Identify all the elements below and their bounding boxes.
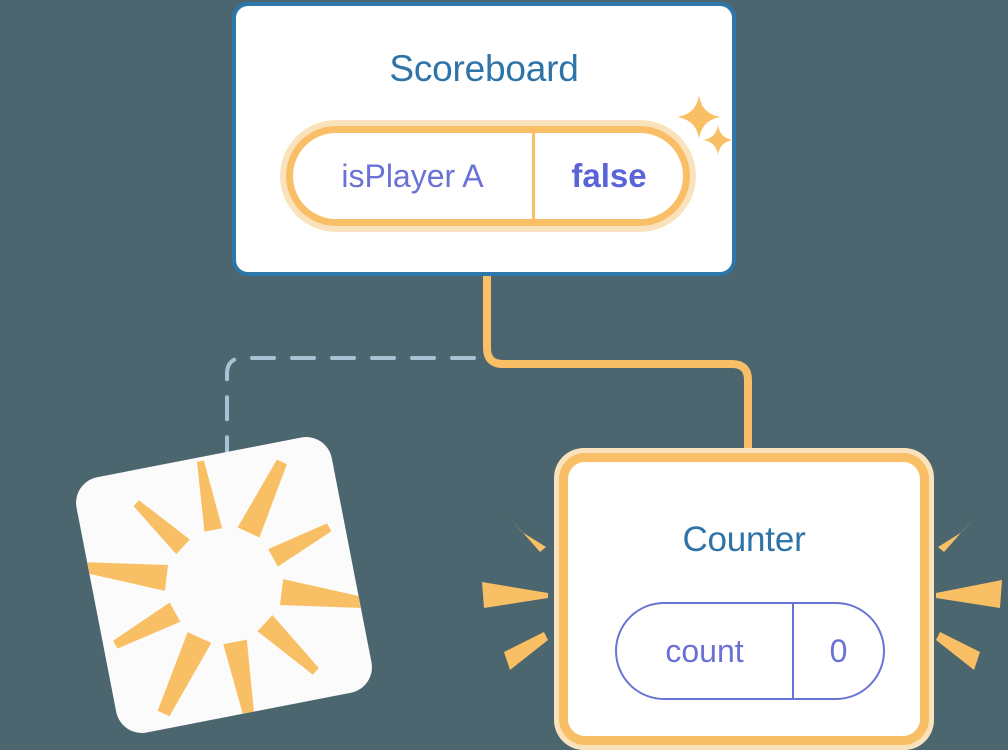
burst-ray	[113, 602, 181, 649]
counter-card[interactable]: Counter count 0	[554, 448, 934, 750]
burst-ray	[197, 460, 223, 532]
scoreboard-prop-pill[interactable]: isPlayer A false	[286, 126, 690, 226]
burst-ray	[268, 523, 332, 567]
scoreboard-title: Scoreboard	[389, 48, 579, 89]
counter-prop-value: 0	[829, 632, 848, 669]
burst-ray	[279, 579, 364, 609]
counter-card-inner: Counter count 0	[559, 453, 929, 745]
scoreboard-card[interactable]: Scoreboard isPlayer A false	[232, 2, 736, 276]
burst-ray	[133, 500, 190, 555]
connector-scoreboard-to-counter	[483, 272, 752, 459]
scoreboard-prop-key: isPlayer A	[293, 133, 535, 219]
burst-ray	[223, 639, 255, 716]
burst-ray	[237, 459, 287, 538]
burst-rays-group	[86, 459, 364, 717]
scoreboard-prop-value: false	[571, 157, 647, 194]
burst-card[interactable]	[71, 432, 377, 738]
burst-ray	[157, 632, 212, 717]
counter-title: Counter	[682, 520, 806, 559]
burst-ray	[86, 562, 169, 591]
counter-prop-key: count	[617, 604, 794, 698]
counter-prop-pill[interactable]: count 0	[615, 602, 885, 700]
scoreboard-prop-pill-highlight: isPlayer A false	[280, 120, 696, 232]
connector-scoreboard-to-burst-card	[225, 356, 476, 478]
burst-ray	[257, 615, 319, 675]
